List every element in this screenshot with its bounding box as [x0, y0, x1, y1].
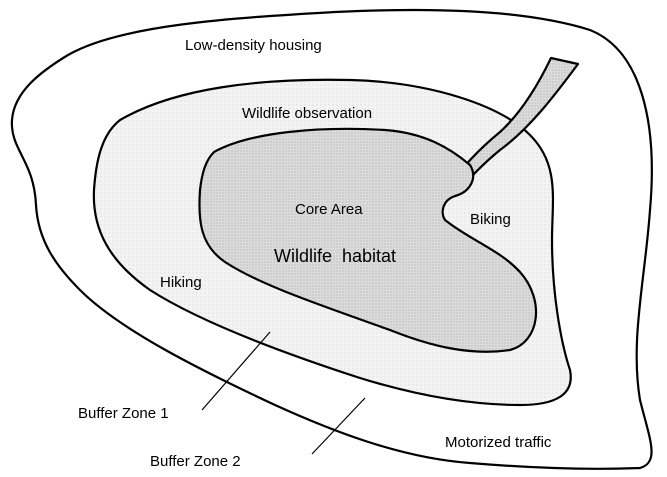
low-density-housing-label: Low-density housing	[185, 37, 322, 54]
hiking-label: Hiking	[160, 274, 202, 291]
wildlife-observation-label: Wildlife observation	[242, 105, 372, 122]
motorized-traffic-label: Motorized traffic	[445, 434, 552, 451]
biking-label: Biking	[470, 211, 511, 228]
buffer-zone-2-leader-line	[311, 397, 366, 455]
core-area-label: Core Area	[295, 201, 363, 218]
buffer-zone-1-label: Buffer Zone 1	[78, 405, 169, 422]
buffer-zone-2-label: Buffer Zone 2	[150, 453, 241, 470]
core-area-region	[198, 127, 538, 353]
wildlife-habitat-label: Wildlife habitat	[274, 246, 396, 266]
buffer-zone-1-leader-line	[201, 331, 271, 411]
